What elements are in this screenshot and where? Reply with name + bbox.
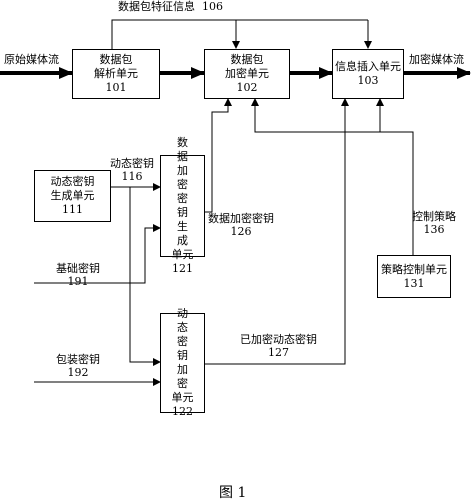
datakey-gen-id: 121: [172, 262, 193, 275]
input-stream-label: 原始媒体流: [4, 53, 59, 66]
dynamic-key-text: 动态密钥: [110, 157, 154, 170]
dynkey-enc-id: 122: [172, 405, 193, 418]
feature-info-text: 数据包特征信息: [118, 0, 195, 13]
arrow-data-key: [205, 98, 232, 213]
datakey-gen-vertical: 数据加密密钥生成: [177, 136, 188, 247]
data-key-label: 数据加密密钥 126: [208, 212, 274, 238]
dynkey-gen-id: 111: [62, 203, 83, 216]
base-key-label: 基础密钥 191: [56, 262, 100, 288]
control-policy-id: 136: [423, 223, 445, 236]
control-policy-label: 控制策略 136: [412, 210, 456, 236]
parser-line1: 数据包: [99, 53, 133, 66]
data-key-text: 数据加密密钥: [208, 212, 274, 225]
control-policy-text: 控制策略: [412, 210, 456, 223]
arrow-policy-to-encryptor: [251, 98, 380, 133]
enc-dynkey-text: 已加密动态密钥: [240, 333, 317, 346]
arrow-base-key: [34, 224, 161, 284]
dynamic-key-encryptor-block: 动态密钥加密 单元 122: [160, 307, 205, 418]
dynkey-enc-line1: 单元: [171, 391, 194, 404]
policy-id: 131: [403, 276, 425, 290]
encryptor-line1: 数据包: [230, 53, 264, 66]
parser-id: 101: [105, 81, 127, 94]
dynamic-key-id: 116: [121, 170, 143, 183]
inserter-title: 信息插入单元: [335, 60, 401, 73]
pack-key-text: 包装密钥: [56, 353, 100, 366]
arrow-enc-dynkey: [205, 98, 349, 365]
packet-parser-block: 数据包 解析单元 101: [72, 49, 160, 99]
parser-line2: 解析单元: [94, 67, 138, 80]
datakey-gen-line1: 单元: [171, 248, 194, 261]
input-stream-text: 原始媒体流: [4, 53, 59, 66]
inserter-id: 103: [357, 74, 379, 87]
line-feature-info: [111, 19, 368, 49]
output-stream-text: 加密媒体流: [409, 53, 464, 66]
packet-encryptor-block: 数据包 加密单元 102: [204, 49, 290, 99]
info-inserter-block: 信息插入单元 103: [332, 49, 404, 99]
dynamic-key-generator-block: 动态密钥 生成单元 111: [34, 170, 111, 222]
enc-dynkey-label: 已加密动态密钥 127: [240, 333, 317, 359]
dynkey-enc-vertical: 动态密钥加密: [177, 307, 188, 390]
base-key-id: 191: [67, 275, 89, 288]
enc-dynkey-id: 127: [268, 346, 289, 359]
pack-key-label: 包装密钥 192: [56, 353, 100, 379]
policy-control-block: 策略控制单元 131: [377, 255, 451, 298]
dynkey-gen-line1: 动态密钥: [50, 175, 95, 188]
data-key-id: 126: [230, 225, 252, 238]
figure-caption: 图 1: [219, 485, 247, 501]
dynkey-gen-line2: 生成单元: [50, 189, 95, 202]
encryptor-line2: 加密单元: [225, 67, 269, 80]
base-key-text: 基础密钥: [56, 262, 100, 275]
data-key-generator-block: 数据加密密钥生成 单元 121: [160, 136, 205, 275]
pack-key-id: 192: [67, 366, 89, 379]
line-dynkey-branch: [129, 187, 161, 366]
feature-info-label: 数据包特征信息 106: [118, 0, 223, 13]
dynamic-key-label: 动态密钥 116: [110, 157, 154, 183]
line-control-policy: [380, 131, 414, 255]
feature-info-id: 106: [202, 0, 223, 13]
policy-title: 策略控制单元: [381, 262, 447, 276]
output-stream-label: 加密媒体流: [409, 53, 464, 66]
encryptor-id: 102: [236, 81, 258, 94]
